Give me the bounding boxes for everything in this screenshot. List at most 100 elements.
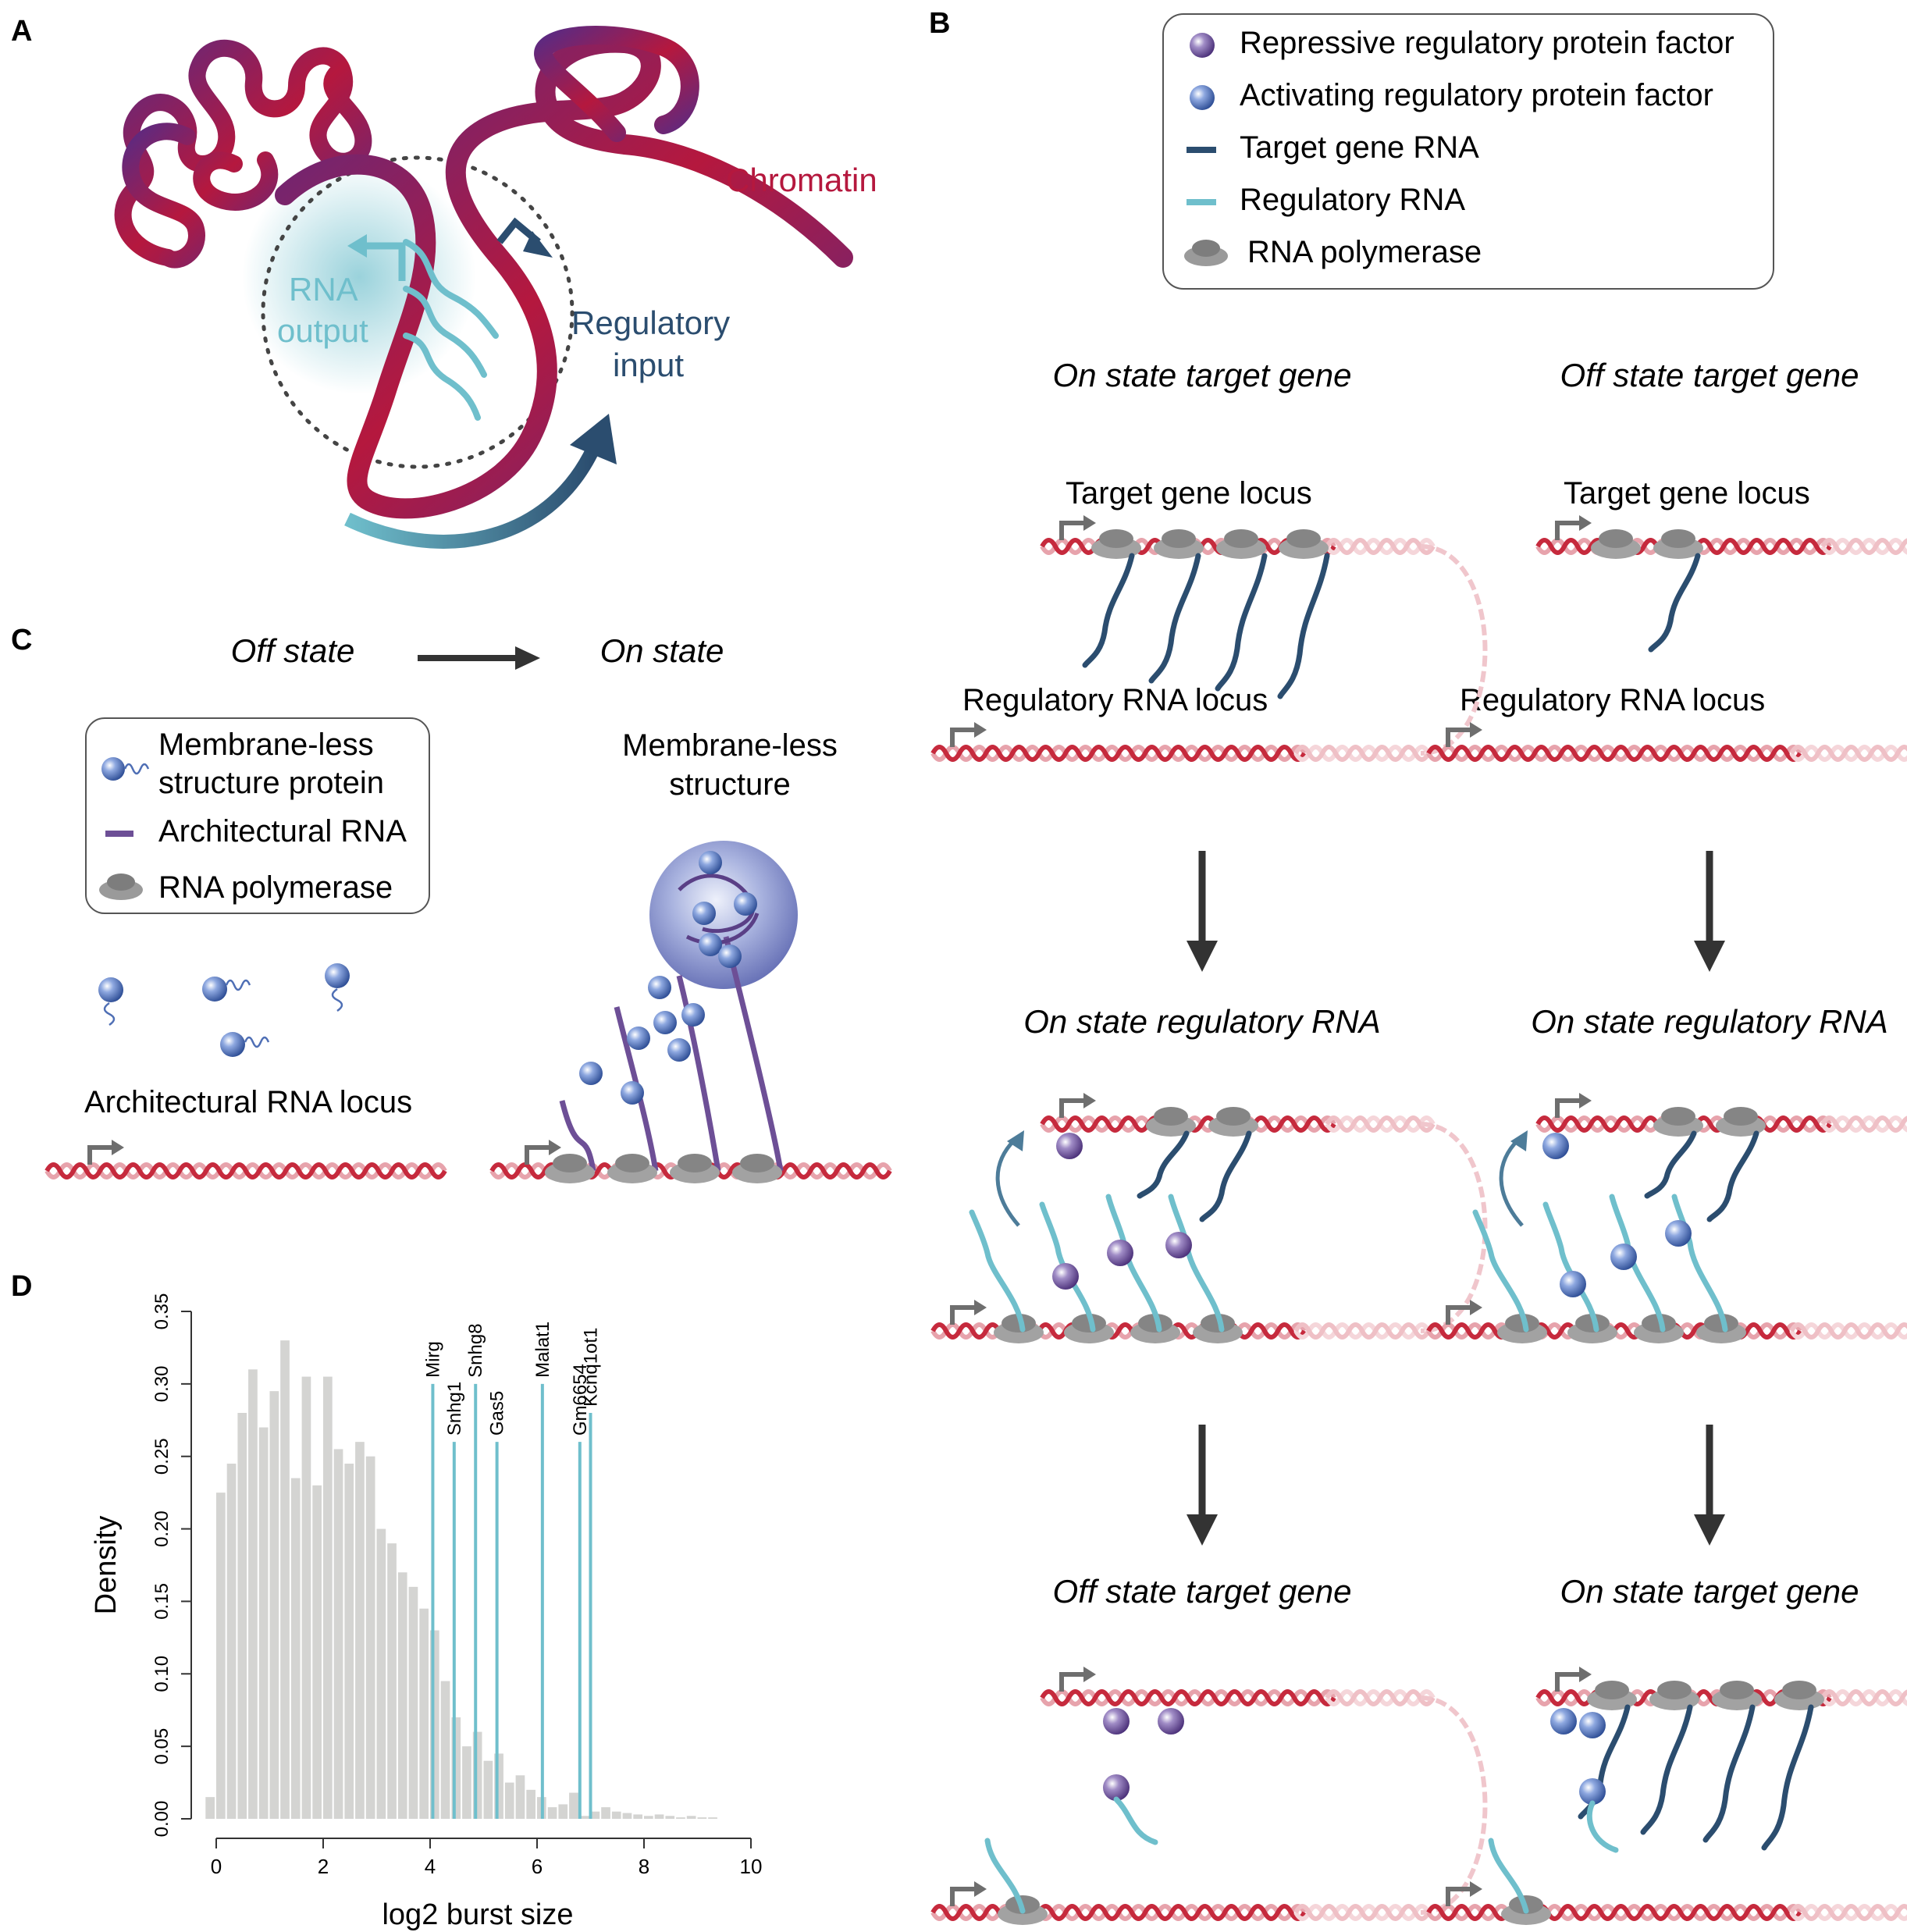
- panel-label-d: D: [11, 1270, 32, 1303]
- histogram-bar: [312, 1485, 322, 1819]
- polymerase-icon: [1661, 529, 1695, 548]
- histogram-bar: [515, 1775, 525, 1819]
- tss-arrow: [1555, 1672, 1581, 1692]
- histogram-bar: [686, 1816, 696, 1819]
- activating-protein: [1665, 1220, 1692, 1247]
- polymerase-icon-top: [1192, 240, 1220, 257]
- dna-strand: [1040, 1689, 1336, 1706]
- x-tick-label: 8: [639, 1855, 649, 1878]
- membraneless-protein: [692, 902, 716, 925]
- protein-tail: [244, 1036, 270, 1048]
- dna-strand: [1426, 1904, 1802, 1921]
- architectural-rna-strand: [676, 975, 721, 1172]
- down-arrow: [1187, 851, 1218, 972]
- histogram-bar: [644, 1816, 653, 1819]
- histogram-bar: [333, 1449, 343, 1819]
- protein-tail: [225, 979, 251, 991]
- activating-protein: [1542, 1133, 1569, 1159]
- polymerase-icon: [740, 1154, 774, 1172]
- gene-marker-label: Snhg1: [444, 1382, 465, 1436]
- histogram-bar: [397, 1572, 407, 1819]
- target-rna-strand: [1137, 1130, 1190, 1199]
- dna-strand: [930, 1322, 1307, 1340]
- chromatin-main: [275, 32, 853, 519]
- gene-marker-label: Kcnq1ot1: [581, 1328, 602, 1407]
- protein-tail: [331, 987, 343, 1012]
- gene-marker-label: Gas5: [487, 1391, 508, 1436]
- panel-b: B Repressive regulatory protein factor A…: [929, 7, 1907, 1925]
- x-tick-label: 6: [532, 1855, 543, 1878]
- polymerase-icon: [1720, 1681, 1754, 1699]
- polymerase-icon: [1099, 529, 1133, 548]
- polymerase-icon: [1782, 1681, 1816, 1699]
- c-legend-box: [85, 717, 430, 914]
- dna-helix: [1820, 538, 1907, 555]
- histogram-bar: [579, 1816, 589, 1819]
- rna-strand-3: [403, 333, 481, 421]
- membraneless-protein: [98, 977, 123, 1002]
- gene-marker-label: Snhg8: [465, 1323, 486, 1377]
- panel-c: C Off state On state Membrane-less struc…: [11, 624, 892, 1183]
- tss-arrowhead: [549, 1140, 561, 1155]
- structure-label-1: Membrane-less: [622, 728, 838, 763]
- membraneless-protein: [627, 1026, 650, 1050]
- panel-label-a: A: [11, 15, 32, 48]
- regulatory-rna-icon: [1187, 199, 1216, 205]
- down-arrow: [1694, 851, 1725, 972]
- c-legend-label: RNA polymerase: [158, 870, 393, 905]
- dna-strand: [1325, 538, 1436, 555]
- b-loci-group: [930, 515, 1907, 1925]
- target-rna-strand: [1761, 1704, 1814, 1851]
- polymerase-icon: [1657, 1681, 1692, 1699]
- x-axis-label: log2 burst size: [382, 1898, 573, 1931]
- tss-arrow: [950, 1305, 976, 1325]
- repressive-protein: [1052, 1263, 1079, 1290]
- off-state-label: Off state: [231, 632, 355, 669]
- tss-arrowhead: [974, 1881, 987, 1897]
- dna-strand: [1789, 745, 1907, 762]
- dna-strand: [1820, 1689, 1907, 1706]
- histogram-bar: [387, 1543, 397, 1819]
- membraneless-structure: [649, 841, 798, 989]
- histogram-bar: [323, 1376, 333, 1819]
- on-state-label: On state: [600, 632, 724, 669]
- repressive-protein-icon: [1190, 33, 1215, 58]
- target-locus-label: Target gene locus: [1066, 476, 1312, 511]
- regulatory-rna-strand: [1542, 1201, 1599, 1332]
- membraneless-protein: [699, 933, 722, 956]
- target-rna-strand: [1702, 1704, 1756, 1843]
- regulatory-rna-strand: [1168, 1194, 1225, 1332]
- regulatory-locus-label: Regulatory RNA locus: [962, 683, 1268, 717]
- membraneless-protein: [699, 851, 722, 874]
- histogram-bar: [494, 1753, 503, 1819]
- repressive-protein: [1103, 1708, 1130, 1735]
- tss-arrow: [1446, 728, 1471, 747]
- histogram-bar: [633, 1814, 642, 1819]
- dna-helix: [1426, 1904, 1802, 1921]
- repressive-protein: [1056, 1133, 1083, 1159]
- histogram-bar: [376, 1528, 386, 1819]
- membraneless-protein: [667, 1038, 691, 1062]
- panel-label-c: C: [11, 624, 32, 656]
- tss-arrow: [1446, 1305, 1471, 1325]
- gene-marker-label: Malat1: [532, 1322, 553, 1378]
- histogram-bar: [558, 1804, 568, 1819]
- histogram-bar: [611, 1811, 621, 1819]
- x-tick-label: 4: [425, 1855, 436, 1878]
- dna-helix: [1820, 1115, 1907, 1133]
- x-tick-label: 2: [318, 1855, 329, 1878]
- dna-helix: [1325, 1115, 1436, 1133]
- membraneless-protein: [681, 1003, 705, 1026]
- dna-strand: [44, 1162, 447, 1179]
- y-tick-label: 0.35: [151, 1293, 173, 1330]
- rna-output-label-2: output: [277, 312, 368, 349]
- repressive-protein: [1107, 1240, 1133, 1266]
- b-legend-label: Repressive regulatory protein factor: [1240, 26, 1734, 60]
- panel-a: A Chromatin RNA output Regulatory input: [11, 15, 877, 549]
- bottom-right-title: On state target gene: [1560, 1573, 1859, 1610]
- tss-arrowhead: [974, 722, 987, 738]
- histogram-bar: [622, 1813, 632, 1819]
- histogram-bar: [237, 1413, 247, 1819]
